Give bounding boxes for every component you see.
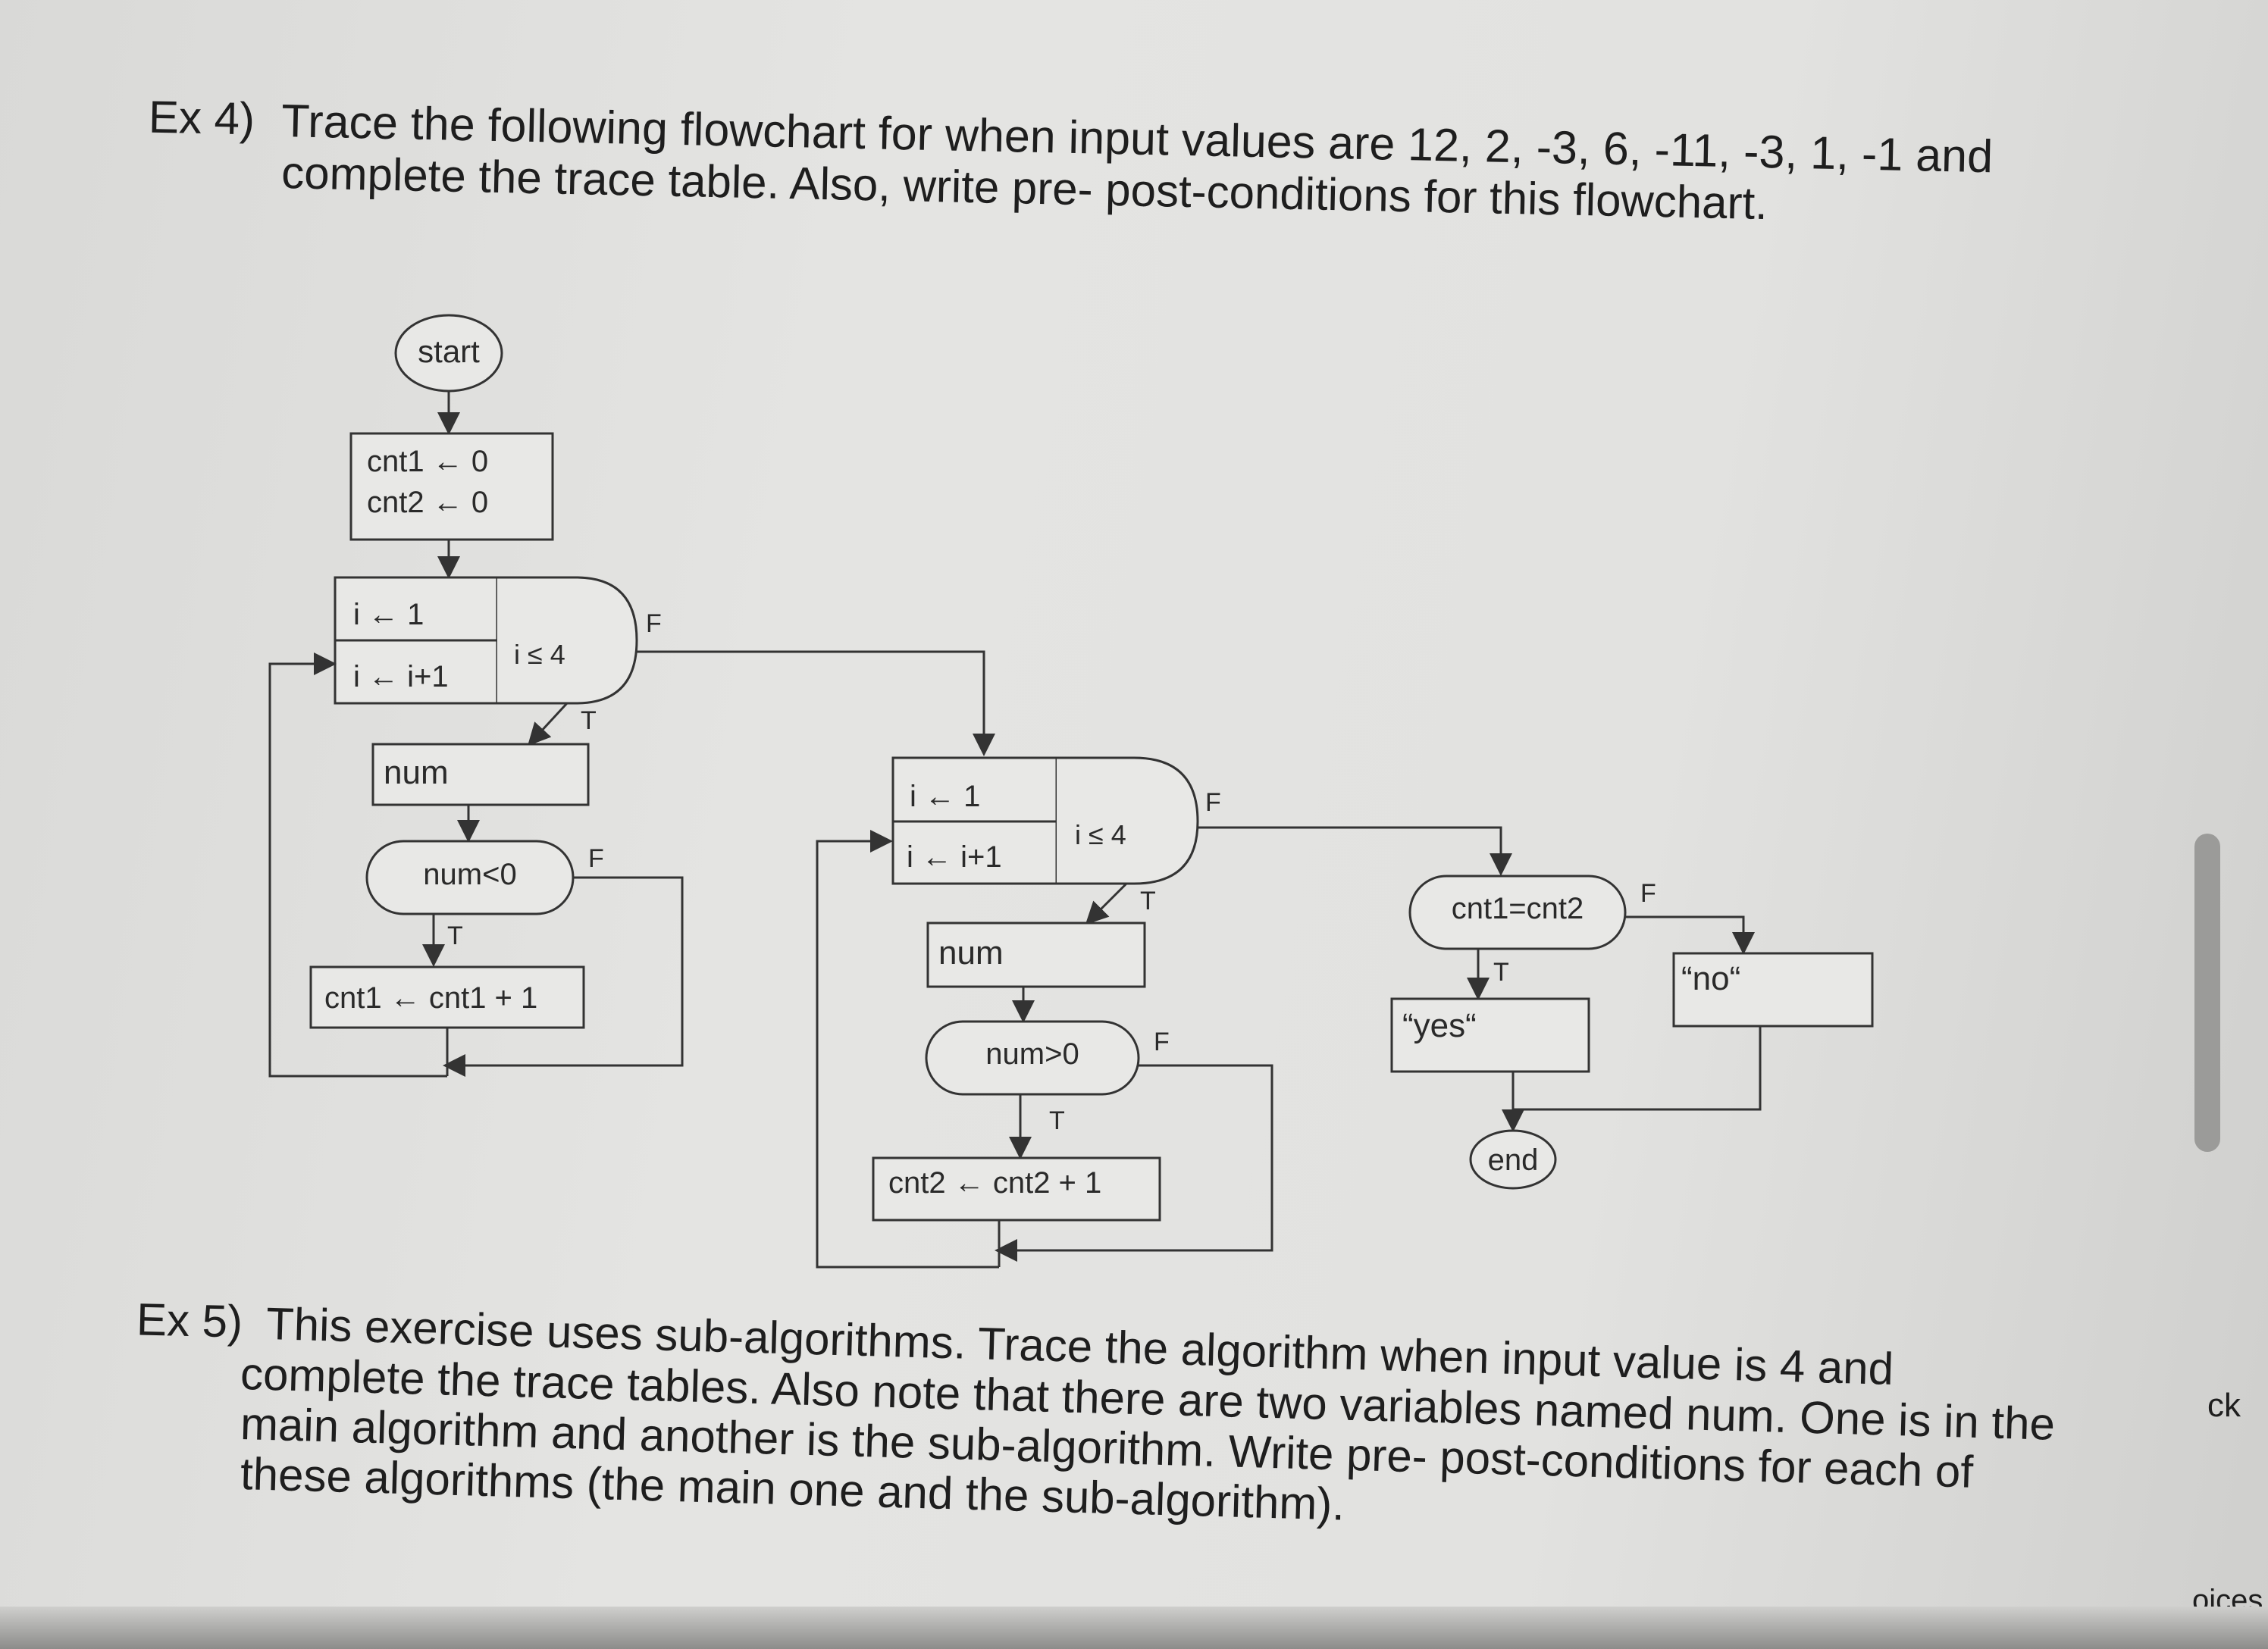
cond2-false-label: F — [1154, 1028, 1170, 1056]
init-cnt2: cnt2 ← 0 — [367, 486, 488, 519]
side-fragment-top: ck — [2207, 1387, 2241, 1424]
cond1-decision: num<0 — [365, 840, 575, 915]
loop2-cond: i ≤ 4 — [1075, 819, 1126, 850]
assign1-box: cnt1 ← cnt1 + 1 — [309, 965, 585, 1029]
loop2-true-label: T — [1140, 887, 1156, 915]
init-process: cnt1 ← 0 cnt2 ← 0 — [349, 432, 554, 541]
output-yes: “yes“ — [1390, 997, 1590, 1073]
input1-label: num — [384, 754, 449, 791]
cond3-decision: cnt1=cnt2 — [1408, 875, 1627, 950]
cond2-label: num>0 — [985, 1037, 1079, 1071]
loop1-block: i ← 1 i ← i+1 i ≤ 4 — [334, 576, 638, 705]
cond1-false-label: F — [588, 844, 604, 873]
loop1-true-label: T — [581, 706, 597, 735]
output-no-label: “no“ — [1681, 960, 1740, 997]
init-cnt1: cnt1 ← 0 — [367, 445, 488, 478]
loop1-false-label: F — [646, 609, 662, 638]
bottom-shadow — [0, 1607, 2268, 1649]
cond1-true-label: T — [447, 922, 463, 950]
loop1-cond: i ≤ 4 — [514, 639, 565, 670]
end-terminal: end — [1469, 1129, 1557, 1190]
output-yes-label: “yes“ — [1402, 1007, 1477, 1044]
ex5-number: Ex 5) — [136, 1294, 243, 1347]
cond3-false-label: F — [1640, 879, 1656, 908]
input1-box: num — [371, 743, 590, 806]
output-no: “no“ — [1672, 952, 1874, 1028]
scrollbar-thumb[interactable] — [2194, 834, 2220, 1152]
loop1-init: i ← 1 — [353, 598, 424, 631]
loop2-false-label: F — [1205, 788, 1221, 817]
cond1-label: num<0 — [423, 858, 516, 891]
loop2-step: i ← i+1 — [907, 840, 1002, 874]
input2-box: num — [926, 922, 1146, 988]
cond3-label: cnt1=cnt2 — [1452, 892, 1584, 925]
loop2-block: i ← 1 i ← i+1 i ≤ 4 — [891, 756, 1199, 885]
assign2-box: cnt2 ← cnt2 + 1 — [872, 1156, 1161, 1222]
input2-label: num — [938, 934, 1004, 972]
loop1-step: i ← i+1 — [353, 660, 449, 693]
start-terminal: start — [394, 314, 503, 393]
assign1-label: cnt1 ← cnt1 + 1 — [324, 981, 537, 1015]
loop2-init: i ← 1 — [910, 780, 980, 813]
cond2-decision: num>0 — [925, 1020, 1140, 1096]
end-label: end — [1488, 1144, 1539, 1177]
start-label: start — [418, 333, 480, 369]
cond2-true-label: T — [1049, 1106, 1065, 1135]
assign2-label: cnt2 ← cnt2 + 1 — [888, 1166, 1101, 1200]
cond3-true-label: T — [1493, 958, 1509, 987]
